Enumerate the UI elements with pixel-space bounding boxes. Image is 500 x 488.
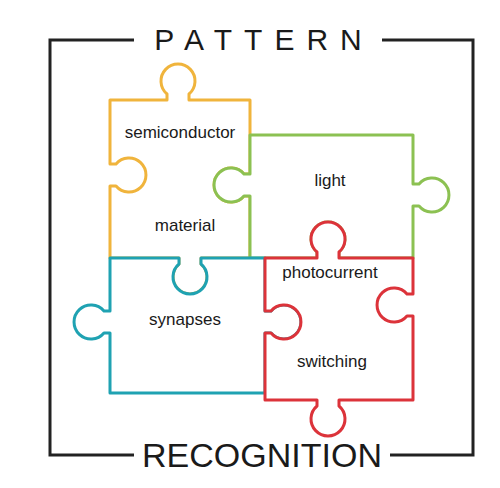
- frame-title: PATTERN: [134, 25, 382, 55]
- piece-label: light: [314, 171, 345, 191]
- piece-label: photocurrent: [282, 263, 377, 283]
- piece-label: semiconductor: [125, 123, 236, 143]
- frame-title: RECOGNITION: [134, 438, 390, 472]
- puzzle-piece: photocurrent switching: [265, 258, 413, 400]
- puzzle-piece: synapses: [110, 258, 265, 393]
- piece-label: switching: [297, 352, 367, 372]
- piece-label: material: [155, 216, 215, 236]
- frame-box: PATTERNRECOGNITIONsemiconductormateriall…: [50, 40, 473, 455]
- frame-line: [50, 40, 473, 455]
- puzzle-edge: [265, 222, 413, 436]
- piece-label: synapses: [149, 310, 221, 330]
